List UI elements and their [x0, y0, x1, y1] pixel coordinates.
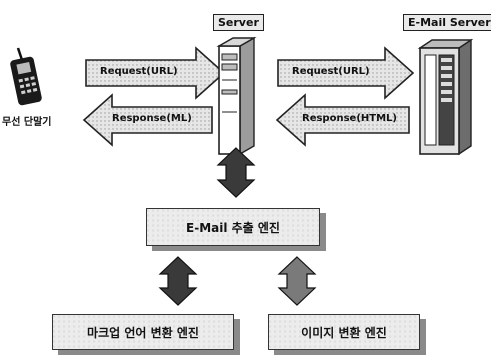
extract-markup-double-arrow — [158, 256, 198, 306]
request-left-label: Request(URL) — [100, 66, 178, 77]
response-arrow-left — [82, 93, 213, 147]
markup-convert-engine-label: 마크업 언어 변환 엔진 — [87, 325, 199, 340]
email-server-label: E-Mail Server — [403, 14, 491, 31]
server-extract-double-arrow — [216, 147, 256, 198]
response-left-label: Response(ML) — [112, 113, 192, 124]
image-convert-engine-box: 이미지 변환 엔진 — [268, 314, 420, 350]
response-right-label: Response(HTML) — [302, 113, 397, 124]
request-right-label: Request(URL) — [292, 66, 370, 77]
server-label: Server — [213, 14, 264, 31]
server-icon — [216, 36, 257, 156]
image-convert-engine-label: 이미지 변환 엔진 — [301, 325, 387, 340]
request-arrow-right — [277, 46, 415, 100]
markup-convert-engine-box: 마크업 언어 변환 엔진 — [52, 314, 234, 350]
response-arrow-right — [275, 93, 410, 147]
mobile-phone-icon — [10, 47, 42, 106]
mobile-label: 무선 단말기 — [2, 117, 52, 128]
email-extract-engine-label: E-Mail 추출 엔진 — [186, 220, 280, 235]
request-arrow-left — [85, 46, 226, 100]
email-server-icon — [417, 38, 474, 156]
email-extract-engine-box: E-Mail 추출 엔진 — [146, 208, 320, 246]
extract-image-double-arrow — [277, 256, 317, 306]
